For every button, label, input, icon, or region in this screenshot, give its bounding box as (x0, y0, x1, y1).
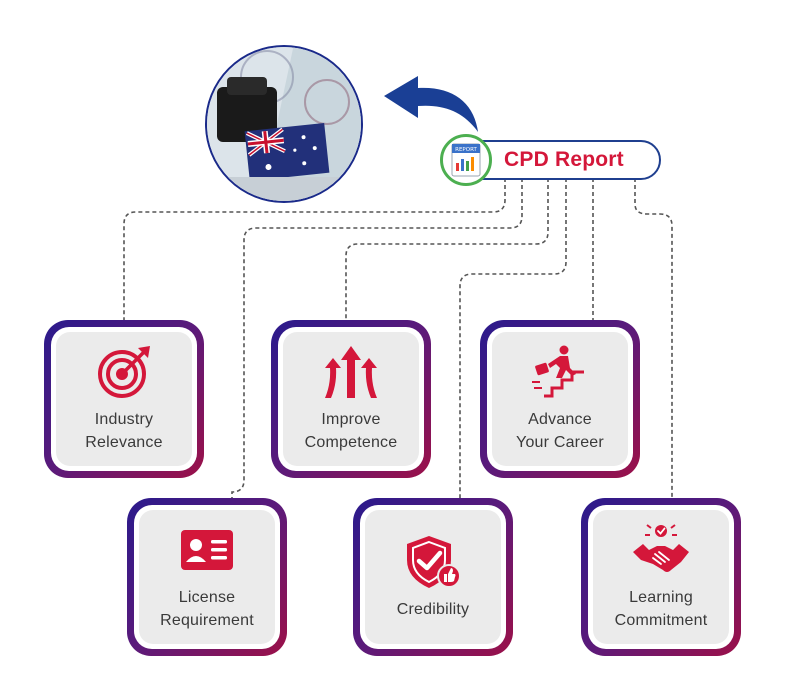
arrows-up-icon (321, 344, 381, 400)
cpd-report-title: CPD Report (504, 148, 624, 171)
stairs-climber-icon (530, 344, 590, 400)
connector-industry (123, 178, 506, 322)
passport-stamp-illustration (207, 47, 361, 201)
id-card-icon (177, 522, 237, 578)
target-icon (94, 344, 154, 400)
curved-arrow-icon (384, 76, 478, 132)
report-chart-icon: REPORT (440, 134, 492, 186)
connector-license (231, 178, 523, 500)
handshake-icon (631, 522, 691, 578)
report-icon-text: REPORT (455, 147, 477, 153)
shield-check-icon (403, 534, 463, 590)
connector-learning (634, 178, 673, 500)
connector-improve (345, 178, 549, 322)
card-credibility: Credibility (353, 498, 513, 656)
passport-stamp-image (205, 45, 363, 203)
card-label: Credibility (396, 600, 470, 618)
connector-credibility (459, 178, 567, 500)
